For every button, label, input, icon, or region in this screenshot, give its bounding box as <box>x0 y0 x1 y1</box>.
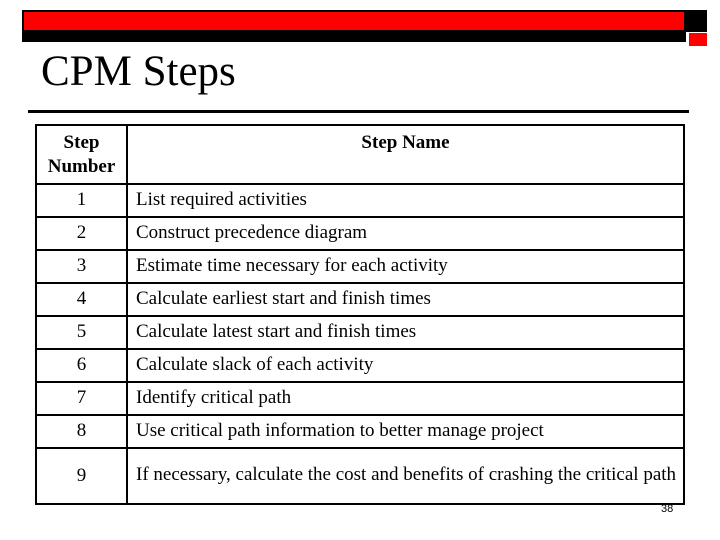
table-row: 5 Calculate latest start and finish time… <box>35 314 685 350</box>
slide-title: CPM Steps <box>41 48 236 95</box>
step-number-cell: 2 <box>35 215 128 251</box>
step-number-cell: 8 <box>35 413 128 449</box>
header-black-square <box>686 10 707 32</box>
step-name-cell: Calculate earliest start and finish time… <box>126 281 685 317</box>
table-row: 2 Construct precedence diagram <box>35 215 685 251</box>
header-step-number: Step Number <box>35 124 128 185</box>
step-number-cell: 6 <box>35 347 128 383</box>
step-name-cell: Identify critical path <box>126 380 685 416</box>
step-number-cell: 7 <box>35 380 128 416</box>
table-row: 6 Calculate slack of each activity <box>35 347 685 383</box>
step-number-cell: 3 <box>35 248 128 284</box>
table-row: 8 Use critical path information to bette… <box>35 413 685 449</box>
step-name-cell: If necessary, calculate the cost and ben… <box>126 446 685 505</box>
header-black-bar <box>22 31 686 42</box>
step-number-cell: 1 <box>35 182 128 218</box>
step-number-cell: 4 <box>35 281 128 317</box>
table-row: 7 Identify critical path <box>35 380 685 416</box>
header-step-name: Step Name <box>126 124 685 185</box>
step-number-cell: 5 <box>35 314 128 350</box>
table-header-row: Step Number Step Name <box>35 124 685 185</box>
header-red-square <box>689 33 707 46</box>
table-row: 3 Estimate time necessary for each activ… <box>35 248 685 284</box>
title-underline <box>28 110 689 113</box>
step-number-cell: 9 <box>35 446 128 505</box>
step-name-cell: Estimate time necessary for each activit… <box>126 248 685 284</box>
step-name-cell: Calculate slack of each activity <box>126 347 685 383</box>
step-name-cell: Calculate latest start and finish times <box>126 314 685 350</box>
table-row: 4 Calculate earliest start and finish ti… <box>35 281 685 317</box>
step-name-cell: Construct precedence diagram <box>126 215 685 251</box>
slide-page-number: 38 <box>661 503 674 515</box>
step-name-cell: Use critical path information to better … <box>126 413 685 449</box>
step-name-cell: List required activities <box>126 182 685 218</box>
header-red-bar <box>22 10 686 32</box>
table-row: 1 List required activities <box>35 182 685 218</box>
table-row: 9 If necessary, calculate the cost and b… <box>35 446 685 505</box>
cpm-steps-table: Step Number Step Name 1 List required ac… <box>35 124 685 505</box>
